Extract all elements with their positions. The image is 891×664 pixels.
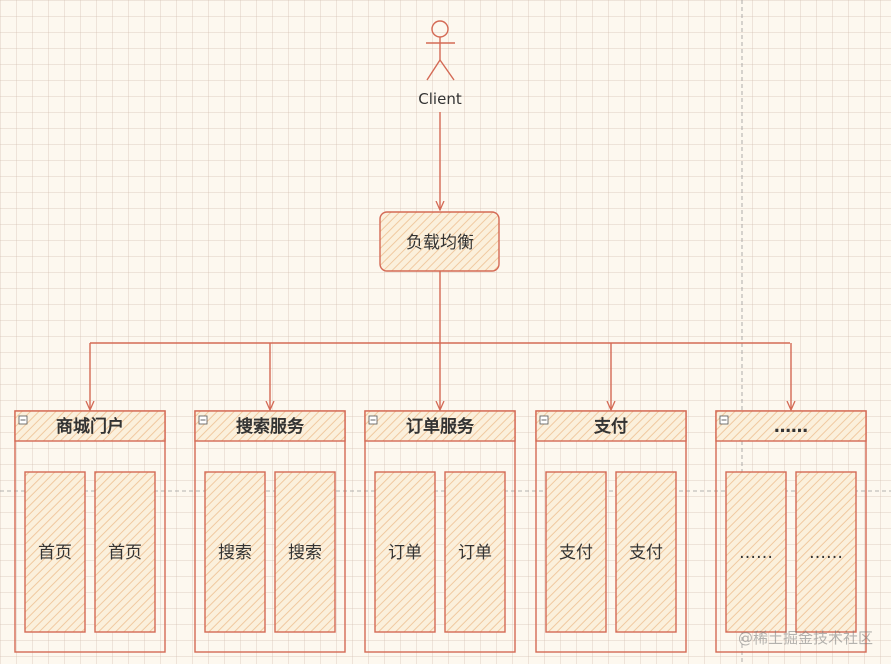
service-instance: 首页 (24, 471, 86, 633)
collapse-icon[interactable] (539, 415, 549, 425)
service-instance: 搜索 (204, 471, 266, 633)
collapse-icon[interactable] (368, 415, 378, 425)
service-title: 订单服务 (406, 416, 475, 437)
instance-label: 首页 (38, 543, 72, 563)
service-instance: 订单 (444, 471, 506, 633)
service-header (365, 411, 515, 441)
collapse-icon[interactable] (198, 415, 208, 425)
service-title: 商城门户 (56, 416, 124, 437)
client-figure-icon (426, 20, 455, 81)
service-title: …… (774, 417, 808, 437)
service-header (716, 411, 866, 441)
instance-label: …… (809, 543, 843, 563)
service-instance: 支付 (615, 471, 677, 633)
instance-label: …… (739, 543, 773, 563)
load-balancer-label: 负载均衡 (406, 233, 474, 253)
instance-label: 订单 (458, 543, 492, 563)
service-header (15, 411, 165, 441)
instance-label: 搜索 (218, 543, 252, 563)
service-header (536, 411, 686, 441)
client-label: Client (418, 90, 462, 108)
service-instance: 订单 (374, 471, 436, 633)
service-instance: …… (795, 471, 857, 633)
instance-label: 支付 (559, 543, 593, 563)
instance-label: 订单 (388, 543, 422, 563)
collapse-icon[interactable] (18, 415, 28, 425)
instance-label: 搜索 (288, 543, 322, 563)
service-group: 支付支付支付 (535, 343, 687, 653)
watermark-text: @稀土掘金技术社区 (737, 629, 873, 647)
service-instance: 首页 (94, 471, 156, 633)
instance-label: 首页 (108, 543, 142, 563)
service-instance: 搜索 (274, 471, 336, 633)
load-balancer-node: 负载均衡 (379, 211, 500, 272)
service-group: …… …… …… (715, 343, 867, 653)
service-header (195, 411, 345, 441)
service-instance: 支付 (545, 471, 607, 633)
service-title: 搜索服务 (236, 416, 305, 437)
instance-label: 支付 (629, 543, 663, 563)
services-layer: 商城门户首页首页搜索服务搜索搜索订单服务订单订单支付支付支付……………… (14, 343, 867, 653)
service-instance: …… (725, 471, 787, 633)
collapse-icon[interactable] (719, 415, 729, 425)
service-title: 支付 (594, 416, 628, 437)
